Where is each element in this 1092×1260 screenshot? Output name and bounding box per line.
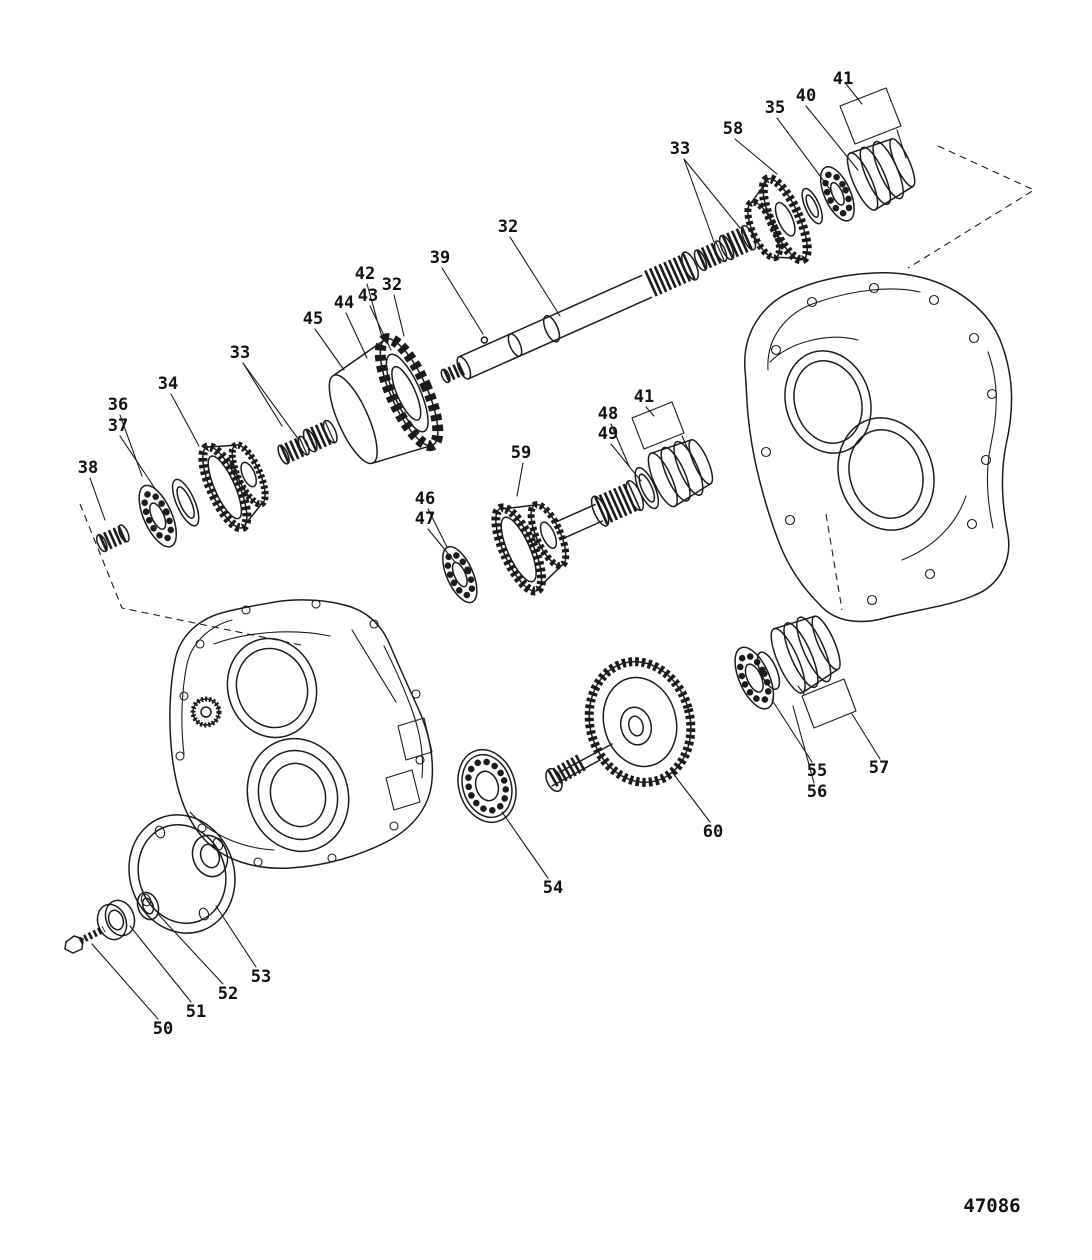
callout-56: 56 [807,782,827,802]
countershaft-assembly [442,438,714,604]
callout-36: 36 [108,395,128,415]
clutch-drum-assembly [328,333,444,465]
set-screw-39 [480,336,489,344]
callout-boxes [631,87,902,729]
ball-bearing-36-37 [138,478,200,548]
drawing-number: 47086 [963,1195,1020,1217]
callout-50: 50 [153,1019,173,1039]
input-shaft-axis-assembly [95,138,916,553]
washer-52 [136,891,160,921]
callout-58: 58 [723,119,743,139]
callout-box-41-mid [631,401,685,450]
callout-33-top: 33 [670,139,690,159]
callout-35: 35 [765,98,785,118]
callout-37: 37 [108,416,128,436]
rear-housing [744,272,1013,623]
roller-cage-38 [95,524,130,553]
callout-41-mid: 41 [634,387,654,407]
input-shaft-32 [440,251,699,384]
grooved-coupler-41-top [846,138,916,211]
callout-55: 55 [807,761,827,781]
callout-52: 52 [218,984,238,1004]
output-flange-53 [128,814,236,934]
callout-57: 57 [869,758,889,778]
callout-54: 54 [543,878,563,898]
callout-box-57 [801,678,857,729]
needle-bearings-33-top [693,224,757,272]
callout-40: 40 [796,86,816,106]
callout-box-41-top [839,87,902,145]
leader-lines [89,83,907,1020]
construction-lines [79,145,1036,647]
callout-33-mid: 33 [230,343,250,363]
callout-47: 47 [415,509,435,529]
callout-32-shaft: 32 [498,217,518,237]
callout-43: 43 [358,286,378,306]
gear-34 [198,441,269,533]
splined-hub-48-49 [590,466,660,527]
ball-bearing-40 [819,166,855,222]
callout-32-drum: 32 [382,275,402,295]
callout-48: 48 [598,404,618,424]
callouts: 41 40 35 58 33 32 39 42 32 43 44 45 33 3… [78,69,889,1039]
gear-58 [744,174,812,265]
callout-42: 42 [355,264,375,284]
ball-bearing-54 [457,749,517,823]
callout-45: 45 [303,309,323,329]
seal-cap-51 [96,899,136,941]
callout-41-top: 41 [833,69,853,89]
screw-50 [64,925,106,954]
thrust-ring-35 [801,187,823,225]
callout-38: 38 [78,458,98,478]
callout-49: 49 [598,424,618,444]
callout-60: 60 [703,822,723,842]
callout-34: 34 [158,374,178,394]
callout-44: 44 [334,293,354,313]
output-gear-60 [545,657,696,793]
callout-51: 51 [186,1002,206,1022]
callout-53: 53 [251,967,271,987]
callout-46: 46 [415,489,435,509]
grooved-coupler-41-mid [647,438,714,508]
callout-59: 59 [511,443,531,463]
callout-39: 39 [430,248,450,268]
front-housing [169,599,434,869]
needle-bearings-33-mid [277,419,338,465]
ball-bearing-46-47 [442,545,478,604]
bearing-coupler-55-56-57 [734,615,841,710]
gear-cluster-59 [491,501,604,596]
